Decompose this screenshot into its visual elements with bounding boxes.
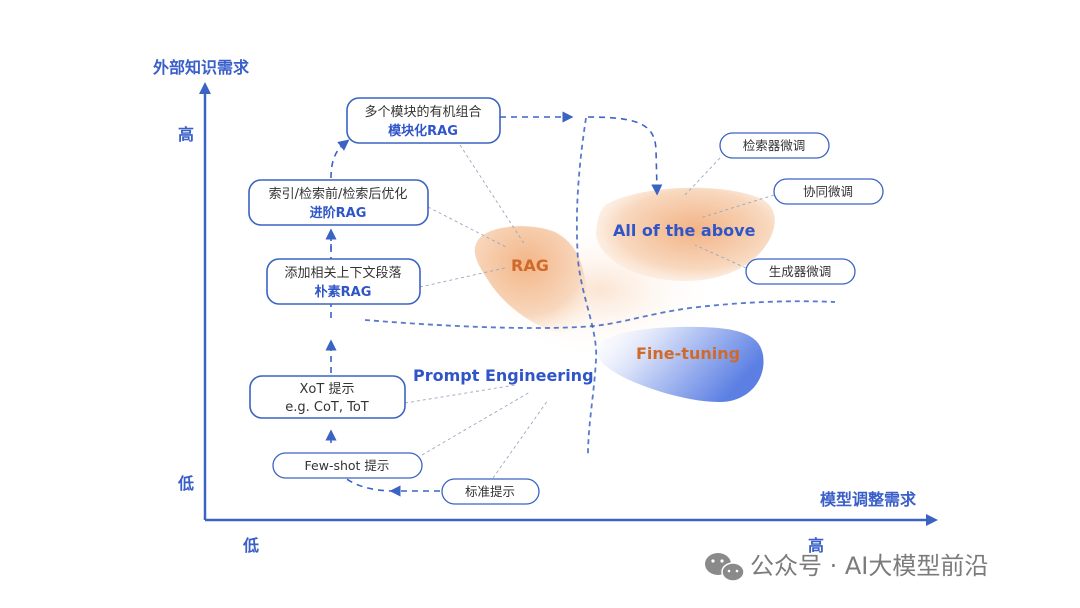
- flow-arrow: [330, 139, 350, 179]
- stage-advanced-rag-desc: 索引/检索前/检索后优化: [269, 186, 408, 202]
- rag-blob: [474, 226, 589, 334]
- stage-naive-rag-title: 朴素RAG: [315, 284, 372, 300]
- pill-collab-finetune: 协同微调: [773, 178, 884, 205]
- pill-generator-finetune-label: 生成器微调: [769, 264, 832, 279]
- fine-tuning-blob: [595, 326, 764, 402]
- y-axis-high-label: 高: [178, 125, 194, 144]
- pill-retriever-finetune: 检索器微调: [719, 132, 830, 159]
- all-of-above-blob: [595, 187, 775, 281]
- connector-line: [492, 399, 549, 479]
- stage-naive-rag-desc: 添加相关上下文段落: [284, 266, 401, 281]
- y-axis-low-label: 低: [177, 474, 194, 493]
- stage-xot-prompt-example: e.g. CoT, ToT: [285, 400, 369, 415]
- stage-xot-prompt: XoT 提示 e.g. CoT, ToT: [249, 375, 406, 419]
- y-axis-title: 外部知识需求: [152, 58, 250, 77]
- connector-line: [419, 267, 506, 288]
- pill-standard: 标准提示: [441, 478, 540, 505]
- stage-modular-rag-desc: 多个模块的有机组合: [364, 104, 481, 120]
- stage-advanced-rag: 索引/检索前/检索后优化 进阶RAG: [248, 179, 429, 226]
- pill-few-shot-label: Few-shot 提示: [305, 458, 390, 473]
- region-rag: RAG: [511, 256, 549, 275]
- pill-retriever-finetune-label: 检索器微调: [743, 138, 806, 153]
- stage-advanced-rag-title: 进阶RAG: [310, 205, 367, 221]
- connector-line: [427, 206, 509, 249]
- x-axis-arrowhead: [926, 514, 938, 526]
- flow-arrow: [344, 477, 396, 492]
- stage-xot-prompt-title: XoT 提示: [300, 381, 355, 397]
- connector-line: [459, 144, 526, 246]
- connector-line: [421, 391, 531, 456]
- region-fine-tuning: Fine-tuning: [636, 344, 740, 363]
- stage-modular-rag-title: 模块化RAG: [388, 123, 458, 139]
- pill-standard-label: 标准提示: [465, 484, 515, 499]
- x-axis-high-label: 高: [808, 536, 824, 555]
- connector-line: [699, 194, 775, 219]
- watermark: 公众号 · AI大模型前沿: [705, 552, 988, 582]
- stage-modular-rag: 多个模块的有机组合 模块化RAG: [346, 97, 501, 144]
- pill-generator-finetune: 生成器微调: [745, 258, 856, 285]
- vertical-divider: [575, 117, 598, 456]
- connector-line: [684, 157, 721, 196]
- pill-few-shot: Few-shot 提示: [272, 452, 423, 479]
- x-axis-title: 模型调整需求: [820, 490, 917, 509]
- region-all-of-above: All of the above: [613, 221, 756, 240]
- connector-line: [404, 384, 516, 404]
- flow-arrow: [587, 116, 663, 196]
- y-axis-arrowhead: [199, 82, 211, 94]
- pill-collab-finetune-label: 协同微调: [803, 184, 853, 199]
- wechat-icon: [705, 553, 745, 582]
- watermark-text: 公众号 · AI大模型前沿: [750, 552, 988, 580]
- x-axis-low-label: 低: [242, 536, 259, 555]
- stage-naive-rag: 添加相关上下文段落 朴素RAG: [266, 258, 421, 305]
- region-prompt-engineering: Prompt Engineering: [413, 366, 594, 385]
